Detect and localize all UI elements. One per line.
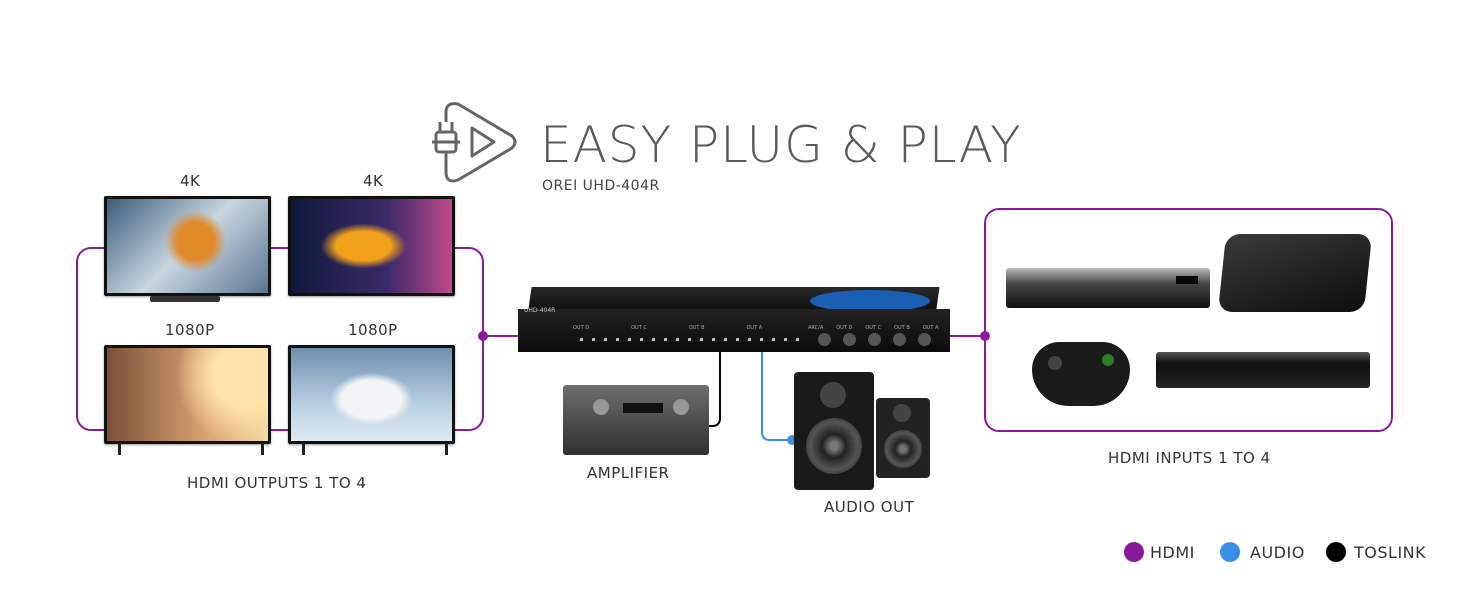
toslink-line bbox=[697, 352, 721, 427]
display-resolution-label: 4K bbox=[363, 172, 384, 190]
tv-legs bbox=[118, 443, 264, 455]
hdmi-matrix-device: UHD-404R OUT D OUT C OUT B OUT A ARC/A O… bbox=[518, 287, 950, 352]
speaker-right bbox=[876, 398, 930, 478]
tv-1080p-girl bbox=[104, 345, 271, 444]
display-resolution-label: 1080P bbox=[348, 321, 398, 339]
bluray-player-image bbox=[1156, 352, 1370, 388]
legend-label-audio: AUDIO bbox=[1250, 543, 1305, 562]
port-group-label: OUT B bbox=[688, 325, 705, 331]
output-label: OUT D bbox=[836, 325, 853, 331]
display-resolution-label: 4K bbox=[180, 172, 201, 190]
audio-line bbox=[761, 352, 792, 441]
audio-out-caption: AUDIO OUT bbox=[824, 498, 915, 516]
port-group-label: OUT C bbox=[631, 325, 647, 331]
dvd-player-image bbox=[1006, 268, 1210, 308]
hdmi-outputs-caption: HDMI OUTPUTS 1 TO 4 bbox=[187, 474, 367, 492]
tv-legs bbox=[302, 443, 448, 455]
tv-stand bbox=[150, 296, 220, 302]
speaker-left bbox=[794, 372, 874, 490]
game-controller-image bbox=[1032, 342, 1130, 406]
hdmi-legend-dot bbox=[1124, 542, 1144, 562]
tv-4k-fish bbox=[288, 196, 455, 296]
legend-label-toslink: TOSLINK bbox=[1354, 543, 1427, 562]
output-label: OUT B bbox=[894, 325, 910, 331]
output-label: OUT C bbox=[865, 325, 882, 331]
output-label: OUT A bbox=[922, 325, 939, 331]
plug-play-icon bbox=[432, 102, 517, 183]
hdmi-inputs-caption: HDMI INPUTS 1 TO 4 bbox=[1108, 449, 1271, 467]
output-label: ARC/A bbox=[808, 325, 824, 331]
legend-label-hdmi: HDMI bbox=[1150, 543, 1195, 562]
amplifier-caption: AMPLIFIER bbox=[587, 464, 670, 482]
display-resolution-label: 1080P bbox=[165, 321, 215, 339]
device-model-label: UHD-404R bbox=[524, 307, 556, 314]
amplifier-image bbox=[563, 385, 709, 455]
model-subtitle: OREI UHD-404R bbox=[542, 178, 660, 194]
hdmi-input-bracket bbox=[984, 208, 1393, 432]
port-group-label: OUT D bbox=[573, 325, 590, 331]
page-title: EASY PLUG & PLAY bbox=[540, 116, 1022, 174]
port-group-label: OUT A bbox=[746, 325, 763, 331]
tv-4k-mountaineer bbox=[104, 196, 271, 296]
streaming-box-image bbox=[1217, 234, 1373, 312]
toslink-legend-dot bbox=[1326, 542, 1346, 562]
audio-legend-dot bbox=[1220, 542, 1240, 562]
tv-1080p-polar-bear bbox=[288, 345, 455, 444]
